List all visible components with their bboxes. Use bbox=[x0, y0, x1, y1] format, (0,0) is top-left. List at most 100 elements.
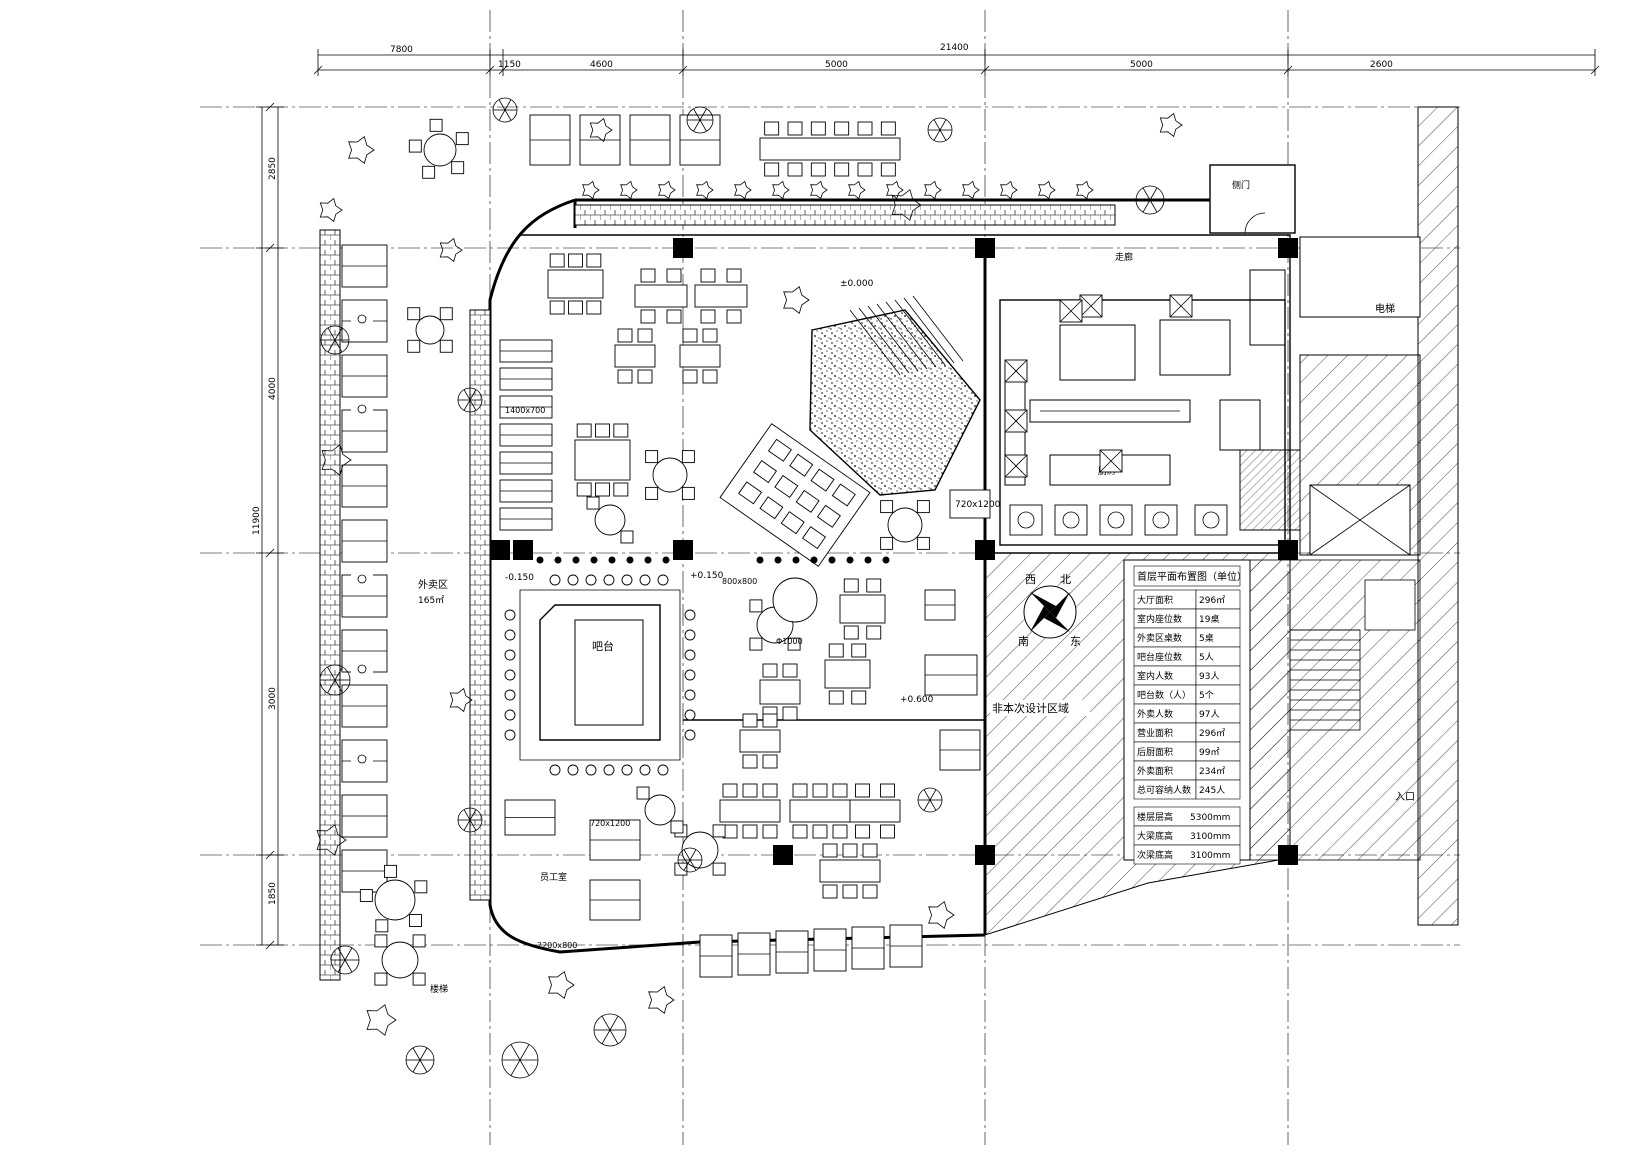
chair bbox=[782, 706, 798, 721]
compass-south: 南 bbox=[1018, 635, 1029, 648]
legend-row-value: 234㎡ bbox=[1199, 766, 1225, 777]
table-size-6: 800x800 bbox=[722, 577, 757, 586]
kitchen-burner bbox=[1152, 511, 1170, 529]
kitchen-area: 厨房 侧门 走廊 bbox=[999, 164, 1296, 546]
chair bbox=[681, 450, 695, 464]
chair bbox=[764, 121, 780, 136]
dining-table bbox=[719, 799, 781, 823]
chair bbox=[700, 309, 716, 324]
legend-row-value: 97人 bbox=[1199, 709, 1219, 720]
chair bbox=[637, 328, 653, 343]
bollard bbox=[644, 556, 652, 564]
shrub bbox=[810, 180, 828, 200]
dining-table bbox=[759, 679, 801, 705]
outdoor-area-size: 165㎡ bbox=[418, 595, 444, 606]
chair bbox=[742, 754, 758, 769]
tree-branch bbox=[469, 399, 477, 411]
shrub bbox=[589, 117, 613, 143]
tree-branch bbox=[498, 109, 506, 121]
chair bbox=[762, 754, 778, 769]
shrub bbox=[449, 687, 473, 713]
shrub bbox=[924, 180, 942, 200]
chair bbox=[801, 526, 827, 550]
bar-stool bbox=[603, 764, 615, 776]
chair bbox=[674, 862, 688, 876]
bollard bbox=[864, 556, 872, 564]
tree-branch bbox=[498, 99, 506, 111]
tree-branch bbox=[469, 809, 477, 821]
stair-tread bbox=[849, 309, 901, 376]
chair bbox=[700, 268, 716, 283]
bollard bbox=[572, 556, 580, 564]
chair bbox=[636, 786, 650, 800]
table-tag-marker bbox=[357, 314, 367, 324]
legend-height-value: 5300mm bbox=[1190, 813, 1230, 823]
round-table bbox=[374, 879, 416, 921]
shrub bbox=[1000, 180, 1018, 200]
chair bbox=[812, 783, 828, 798]
dim-top-5: 5000 bbox=[1130, 60, 1153, 70]
tree-branch bbox=[334, 327, 343, 341]
chair bbox=[359, 889, 373, 902]
chair bbox=[855, 783, 870, 798]
dim-tick-slash bbox=[1590, 65, 1600, 75]
chair bbox=[375, 919, 389, 933]
bollard bbox=[774, 556, 782, 564]
chair bbox=[682, 328, 698, 343]
chair bbox=[792, 783, 808, 798]
corridor-label: 走廊 bbox=[1115, 251, 1133, 263]
dim-top-3: 4600 bbox=[590, 60, 613, 70]
dim-top-2: 1150 bbox=[498, 60, 521, 70]
tree-branch bbox=[419, 1047, 428, 1061]
legend-row-label: 后厨面积 bbox=[1137, 746, 1173, 758]
bar-stool bbox=[621, 574, 633, 586]
table-tag-marker bbox=[357, 754, 367, 764]
tree-branch bbox=[609, 1029, 619, 1045]
stair-tread bbox=[858, 307, 910, 374]
tree-branch bbox=[510, 1059, 521, 1076]
tree-branch bbox=[344, 947, 353, 961]
chair bbox=[576, 482, 592, 497]
chair bbox=[374, 972, 388, 986]
legend-row-label: 吧台数（人） bbox=[1137, 689, 1191, 701]
tree-branch bbox=[683, 849, 691, 861]
bollard bbox=[828, 556, 836, 564]
chair bbox=[866, 625, 882, 640]
legend-row-label: 营业面积 bbox=[1137, 727, 1173, 739]
design-zone-label: 非本次设计区域 bbox=[992, 701, 1069, 715]
chair bbox=[832, 824, 848, 839]
dining-table bbox=[839, 594, 886, 624]
bollard bbox=[536, 556, 544, 564]
legend-height-value: 3100mm bbox=[1190, 851, 1230, 861]
tree-branch bbox=[1142, 199, 1151, 213]
dim-tick-slash bbox=[678, 65, 688, 75]
shrub bbox=[366, 1004, 397, 1036]
bollard bbox=[882, 556, 890, 564]
legend-title: 首层平面布置图（单位） bbox=[1137, 570, 1247, 583]
table-tag-bg bbox=[351, 312, 373, 326]
restaurant-walls bbox=[488, 198, 1291, 954]
dining-table bbox=[574, 439, 631, 481]
chair bbox=[429, 118, 443, 132]
chair bbox=[834, 162, 850, 177]
bar-stool bbox=[684, 609, 696, 621]
bar-stool bbox=[549, 764, 561, 776]
chair bbox=[880, 500, 894, 514]
tree-branch bbox=[923, 799, 931, 811]
central-atrium bbox=[809, 295, 981, 496]
dim-left-2: 4000 bbox=[268, 377, 278, 400]
shrub bbox=[658, 180, 676, 200]
chair bbox=[568, 300, 583, 315]
tree-branch bbox=[689, 849, 697, 861]
side-door-label: 侧门 bbox=[1232, 179, 1250, 191]
legend-row-value: 5人 bbox=[1199, 652, 1214, 663]
shrub bbox=[321, 444, 352, 476]
tree-branch bbox=[504, 109, 512, 121]
shrub bbox=[439, 237, 463, 263]
kitchen-unit-cross bbox=[1004, 454, 1028, 478]
chair bbox=[787, 637, 801, 651]
chair bbox=[828, 690, 844, 705]
kitchen-burner bbox=[1017, 511, 1035, 529]
tree-branch bbox=[933, 119, 941, 131]
dim-tick-slash bbox=[265, 548, 275, 558]
